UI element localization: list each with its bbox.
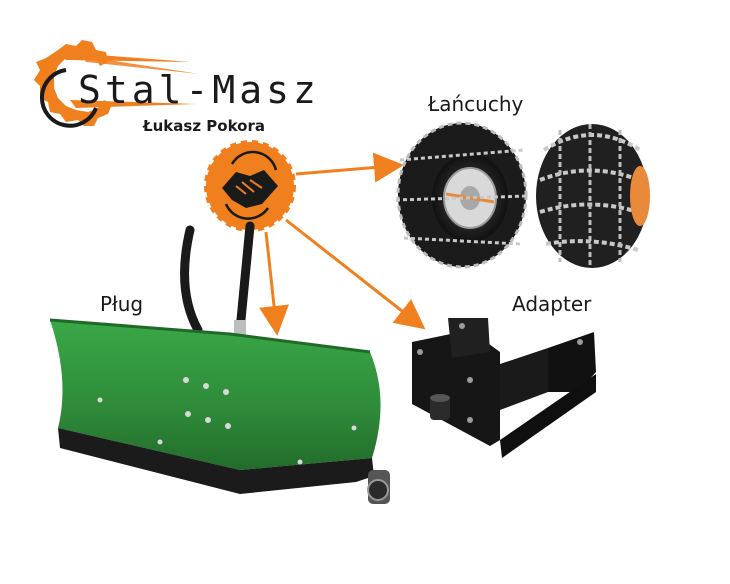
label-chains: Łańcuchy <box>428 92 524 116</box>
brand-owner: Łukasz Pokora <box>143 117 265 135</box>
chained-tire-right <box>536 124 650 268</box>
label-plow: Pług <box>100 292 144 316</box>
label-adapter: Adapter <box>512 292 592 316</box>
chained-tire-left <box>395 121 529 269</box>
snow-plow <box>49 221 390 504</box>
logo-gear-icon <box>34 40 200 128</box>
arrows <box>259 152 426 336</box>
handshake-icon <box>204 140 296 232</box>
adapter-bracket <box>412 318 596 458</box>
brand-name: Stal-Masz <box>78 68 320 112</box>
